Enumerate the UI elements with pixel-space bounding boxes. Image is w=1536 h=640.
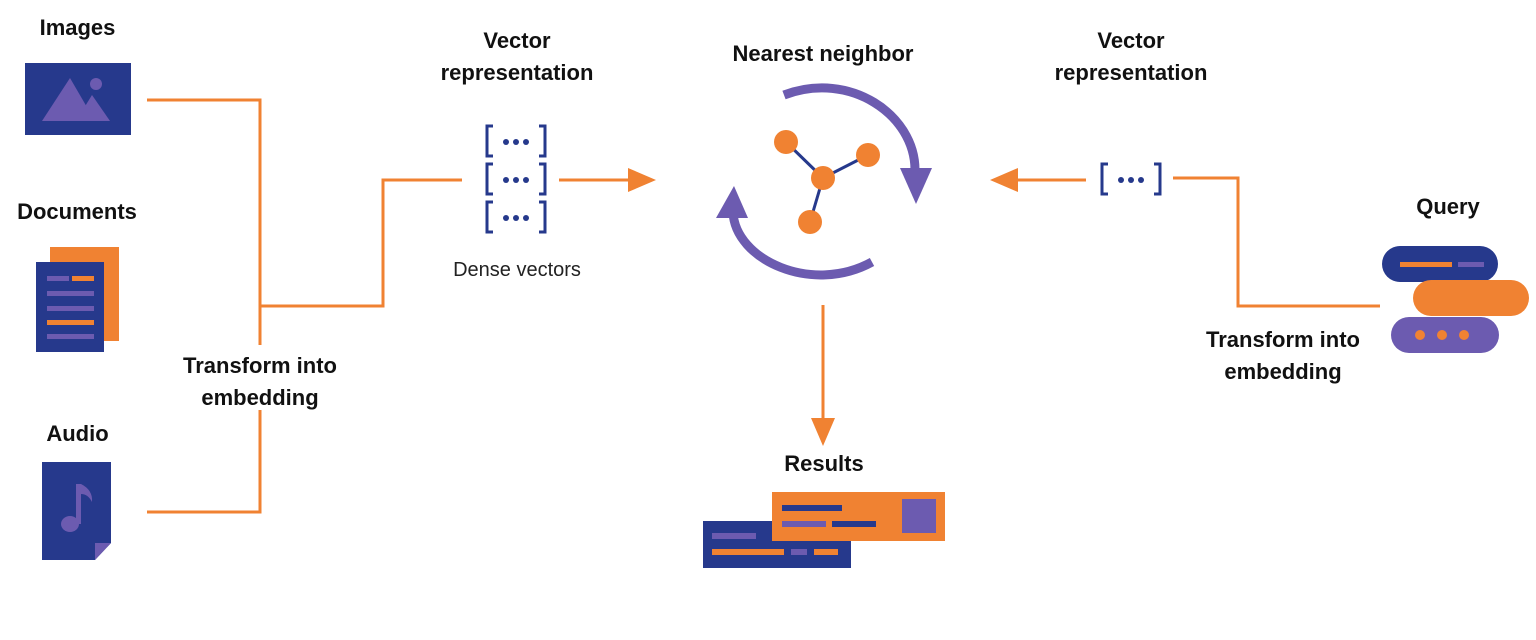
images-connector bbox=[147, 98, 262, 345]
vector-left-line-2: representation bbox=[440, 60, 594, 85]
document-icon bbox=[36, 247, 119, 352]
query-connector bbox=[1173, 176, 1380, 308]
vector-right-line-1: Vector bbox=[1097, 28, 1165, 53]
transform-left-line-1: Transform into bbox=[182, 353, 337, 378]
audio-connector bbox=[147, 410, 262, 514]
cycle-arrows-icon bbox=[716, 83, 932, 280]
dense-vector-row-1 bbox=[485, 124, 547, 158]
image-icon bbox=[25, 63, 131, 135]
arrow-from-query bbox=[990, 168, 1086, 192]
dense-vectors-glyph bbox=[485, 124, 547, 234]
vector-right-line-2: representation bbox=[1054, 60, 1208, 85]
query-stack-icon bbox=[1382, 246, 1529, 353]
documents-label: Documents bbox=[17, 199, 137, 224]
dense-vectors-label: Dense vectors bbox=[453, 259, 581, 281]
left-connector-lines bbox=[147, 98, 462, 514]
arrow-to-results bbox=[811, 305, 835, 446]
transform-left-line-2: embedding bbox=[201, 385, 319, 410]
transform-right-line-1: Transform into bbox=[1205, 327, 1360, 352]
audio-file-icon bbox=[42, 462, 111, 560]
embedding-to-vectors-connector bbox=[260, 178, 462, 308]
dense-vector-row-3 bbox=[485, 200, 547, 234]
vector-left-line-1: Vector bbox=[483, 28, 551, 53]
results-label: Results bbox=[784, 451, 864, 476]
results-cards-icon bbox=[703, 492, 945, 568]
images-label: Images bbox=[39, 15, 116, 40]
nearest-neighbor-label: Nearest neighbor bbox=[732, 41, 914, 66]
audio-label: Audio bbox=[46, 421, 109, 446]
dense-vector-row-2 bbox=[485, 162, 547, 196]
arrow-to-neighbor bbox=[559, 168, 656, 192]
transform-right-line-2: embedding bbox=[1224, 359, 1342, 384]
neighbor-graph-icon bbox=[774, 130, 880, 234]
query-label: Query bbox=[1416, 194, 1480, 219]
query-vector-glyph bbox=[1100, 162, 1162, 196]
